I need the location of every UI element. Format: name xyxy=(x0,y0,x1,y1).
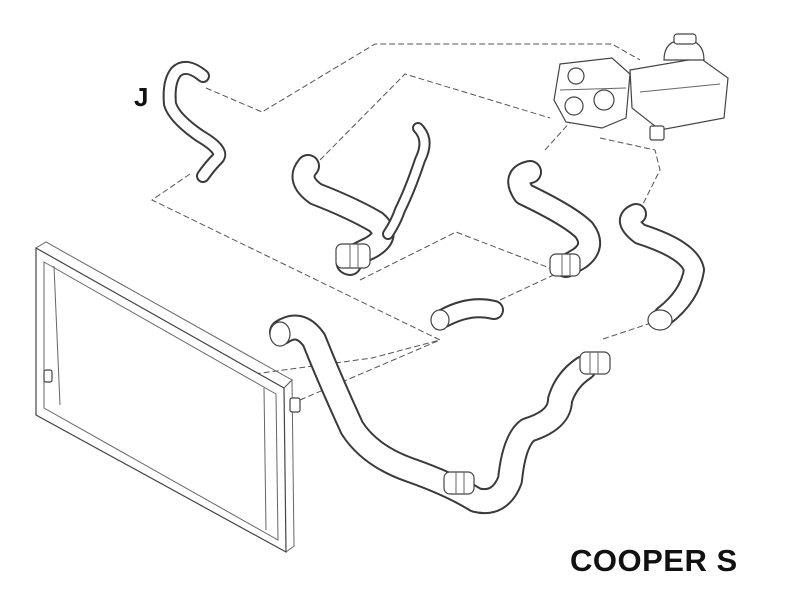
thermostat-housing xyxy=(553,57,631,129)
hose-right xyxy=(619,203,705,331)
callout-letter: J xyxy=(134,82,149,112)
model-label: COOPER S xyxy=(570,543,738,578)
leader-lines xyxy=(47,43,661,401)
hose-upper-left xyxy=(291,122,431,276)
hose-j xyxy=(162,60,227,183)
radiator xyxy=(35,241,301,554)
hose-small-middle xyxy=(430,298,504,331)
hose-lower-long xyxy=(269,314,611,514)
hose-center xyxy=(507,160,602,278)
expansion-tank xyxy=(629,33,729,141)
